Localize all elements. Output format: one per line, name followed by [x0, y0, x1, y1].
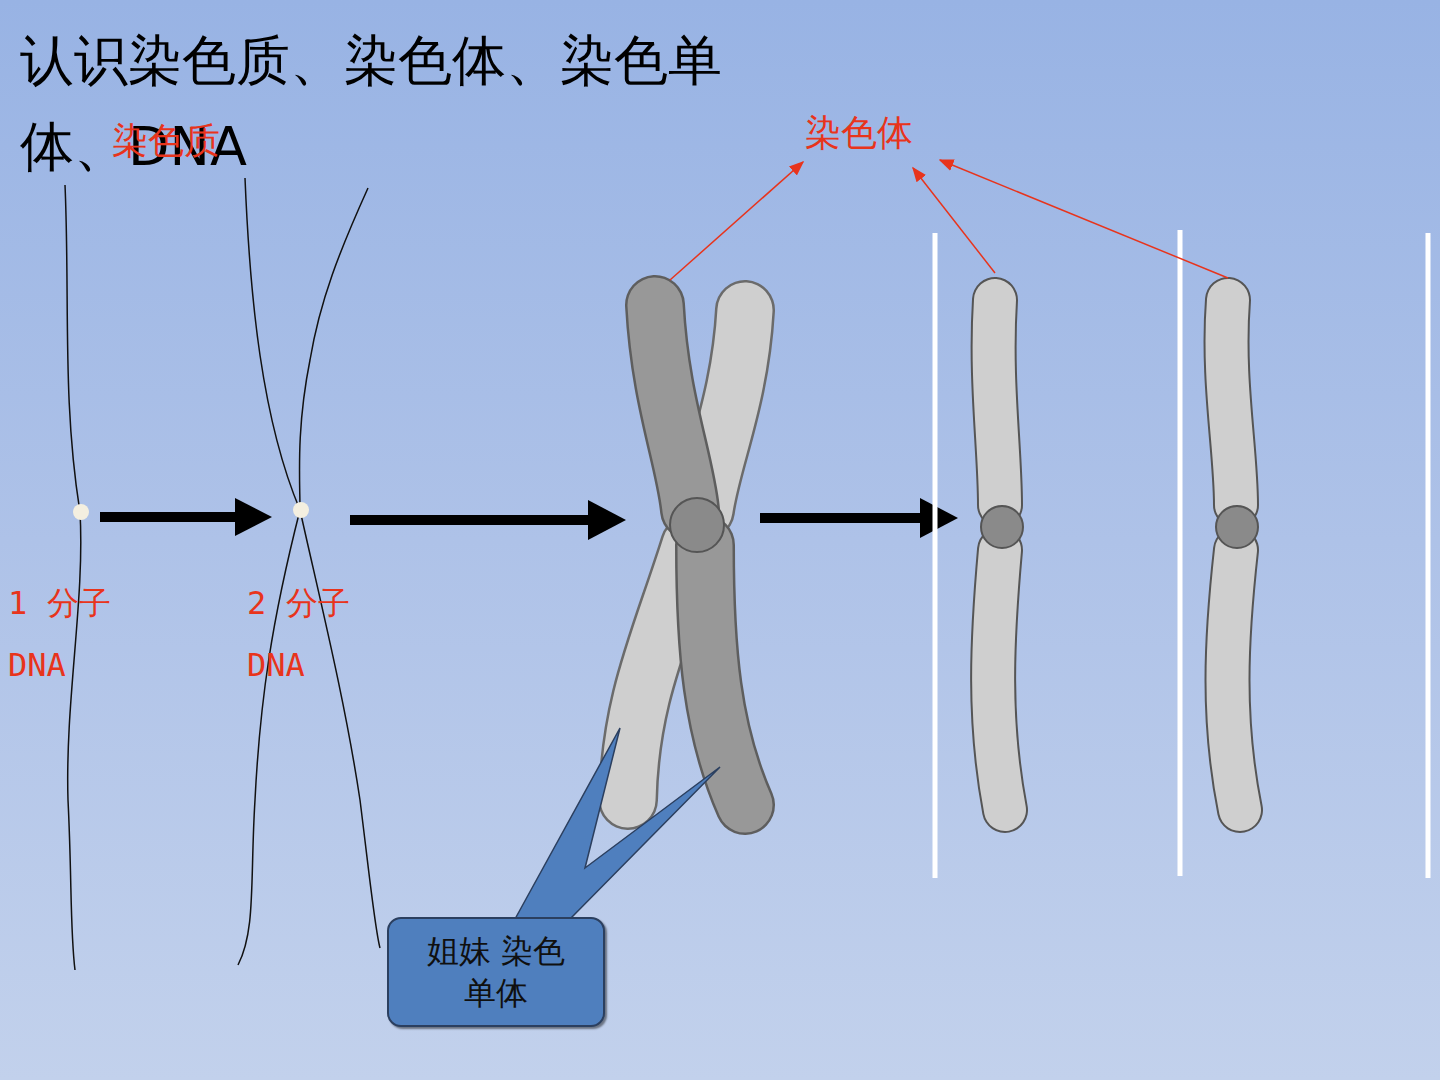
- stage-arrow: [100, 498, 958, 540]
- callout-text: 姐妹 染色单体: [426, 930, 566, 1014]
- divider-line: [935, 230, 1428, 878]
- dna-count-label: 2 分子 DNA: [247, 572, 362, 696]
- chromosome: [1216, 300, 1258, 810]
- centromere-dot: [73, 504, 89, 520]
- callout-pointer: [515, 728, 720, 919]
- chromosome: [981, 300, 1023, 810]
- sister-chromatid: [655, 305, 745, 805]
- dna-count-label: 1 分子 DNA: [8, 572, 123, 696]
- callout-box: 姐妹 染色单体: [387, 917, 605, 1027]
- leader-arrow: [670, 160, 1228, 280]
- chromatin-strand: [238, 178, 300, 965]
- term-label: 染色体: [805, 110, 945, 156]
- term-label: 染色质: [112, 118, 252, 164]
- centromere-dot: [293, 502, 309, 518]
- chromatin-strand: [299, 188, 380, 948]
- centromere: [670, 498, 724, 552]
- chromatin-strand: [65, 185, 81, 970]
- slide-title: 认识染色质、染色体、染色单体、DNA: [20, 18, 765, 190]
